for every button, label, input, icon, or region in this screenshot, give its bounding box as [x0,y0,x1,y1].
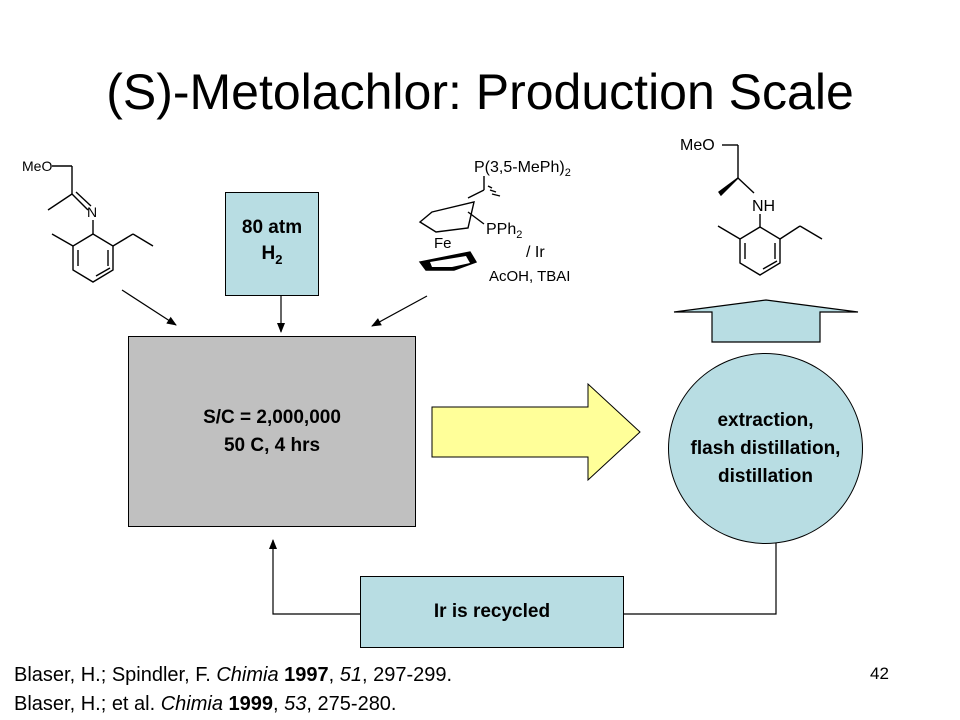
svg-text:P(3,5-MePh)2: P(3,5-MePh)2 [474,159,571,179]
catalyst-feed-arrow [371,295,428,327]
workup-line-1: extraction, [717,409,814,431]
recycle-line-right [624,537,777,615]
reactor-box: S/C = 2,000,000 50 C, 4 hrs [128,336,416,527]
reference-1: Blaser, H.; Spindler, F. Chimia 1997, 51… [14,664,453,686]
catalyst-pph2-label: PPh [486,221,516,238]
catalyst-structure: P(3,5-MePh)2 PPh2 Fe / Ir AcOH, TBAI [418,159,571,285]
process-arrow [431,382,641,482]
svg-text:PPh2: PPh2 [486,221,522,241]
slide-title: (S)-Metolachlor: Production Scale [106,64,854,120]
workup-line-3: distillation [718,465,813,487]
recycle-box: Ir is recycled [360,576,624,648]
catalyst-phosphine-subscript: 2 [565,167,571,179]
substrate-feed-arrow [121,289,177,326]
reactor-conditions-label: 50 C, 4 hrs [223,434,321,456]
product-meo-label: MeO [680,137,715,154]
hydrogen-pressure-box: 80 atm H2 [225,192,319,296]
substrate-structure: MeO N [22,158,154,283]
catalyst-additives-label: AcOH, TBAI [489,268,570,285]
catalyst-phosphine-label: P(3,5-MePh) [474,159,565,176]
product-nh-label: NH [752,198,775,215]
reference-2: Blaser, H.; et al. Chimia 1999, 53, 275-… [14,693,397,715]
hydrogen-label: H2 [261,243,283,267]
substrate-n-label: N [87,204,97,220]
recycle-label: Ir is recycled [433,601,551,622]
workup-ellipse: extraction, flash distillation, distilla… [668,353,863,544]
recycle-arrow-left [269,539,360,615]
catalyst-fe-label: Fe [434,235,452,252]
pressure-label: 80 atm [241,217,303,239]
catalyst-pph2-subscript: 2 [516,229,522,241]
reactor-ratio-label: S/C = 2,000,000 [203,406,341,428]
catalyst-ir-label: / Ir [526,244,545,261]
product-up-arrow [673,299,859,343]
workup-line-2: flash distillation, [690,437,841,459]
substrate-meo-label: MeO [22,158,52,174]
page-number: 42 [870,664,889,683]
product-structure: MeO NH [680,137,823,276]
